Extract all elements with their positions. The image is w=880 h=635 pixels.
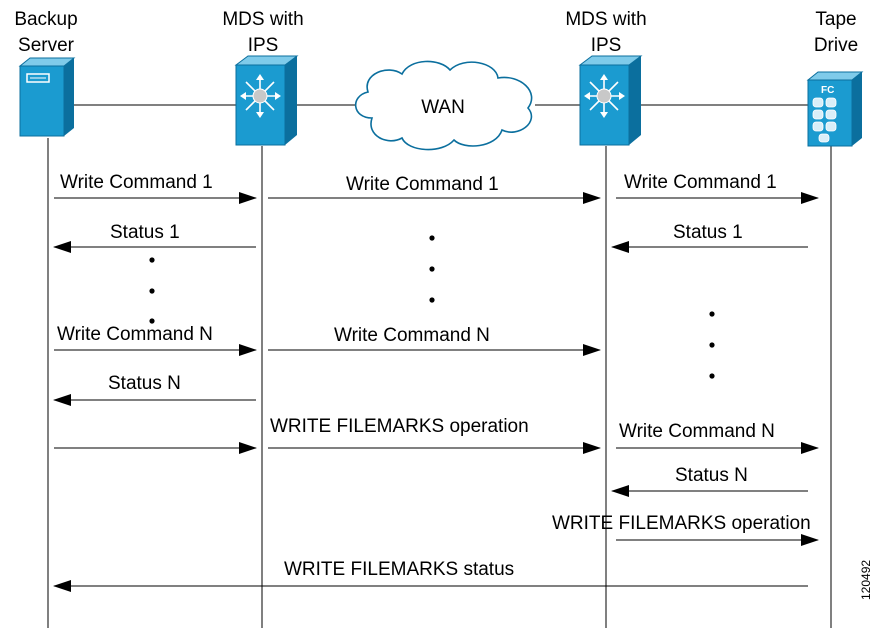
msg-write-command-n-b: Write Command N	[334, 325, 490, 346]
backup-server-label-line2: Server	[18, 35, 75, 56]
figure-id: 120492	[859, 560, 873, 600]
ellipsis-dots	[149, 235, 715, 379]
msg-status-n-b: Status N	[675, 465, 748, 486]
msg-write-filemarks-status: WRITE FILEMARKS status	[284, 559, 514, 580]
dot	[429, 266, 435, 272]
msg-write-filemarks-b: WRITE FILEMARKS operation	[552, 513, 811, 534]
msg-write-command-1-b: Write Command 1	[346, 174, 499, 195]
tape-drive-icon: FC	[806, 71, 864, 147]
dot	[709, 373, 715, 379]
tape-drive-label-line2: Drive	[814, 35, 858, 56]
msg-write-command-n-a: Write Command N	[57, 324, 213, 345]
mds-left-label-line1: MDS with	[222, 9, 303, 30]
dot	[709, 342, 715, 348]
dot	[429, 235, 435, 241]
msg-status-1-b: Status 1	[673, 222, 743, 243]
server-icon	[18, 57, 76, 137]
mds-right-label-line1: MDS with	[565, 9, 646, 30]
dot	[149, 318, 155, 324]
backup-server-label-line1: Backup	[14, 9, 77, 30]
dot	[709, 311, 715, 317]
msg-write-command-n-c: Write Command N	[619, 421, 775, 442]
msg-write-command-1-a: Write Command 1	[60, 172, 213, 193]
mds-switch-icon-right	[578, 55, 643, 146]
mds-left-label-line2: IPS	[248, 35, 279, 56]
wan-label: WAN	[421, 97, 465, 118]
tape-drive-fc-badge: FC	[821, 85, 834, 96]
tape-drive-label-line1: Tape	[815, 9, 856, 30]
dot	[149, 288, 155, 294]
dot	[429, 297, 435, 303]
mds-right-label-line2: IPS	[591, 35, 622, 56]
msg-write-command-1-c: Write Command 1	[624, 172, 777, 193]
mds-switch-icon-left	[234, 55, 299, 146]
msg-status-n-a: Status N	[108, 373, 181, 394]
msg-write-filemarks-a: WRITE FILEMARKS operation	[270, 416, 529, 437]
dot	[149, 257, 155, 263]
wan-cloud: WAN	[354, 60, 533, 151]
msg-status-1-a: Status 1	[110, 222, 180, 243]
